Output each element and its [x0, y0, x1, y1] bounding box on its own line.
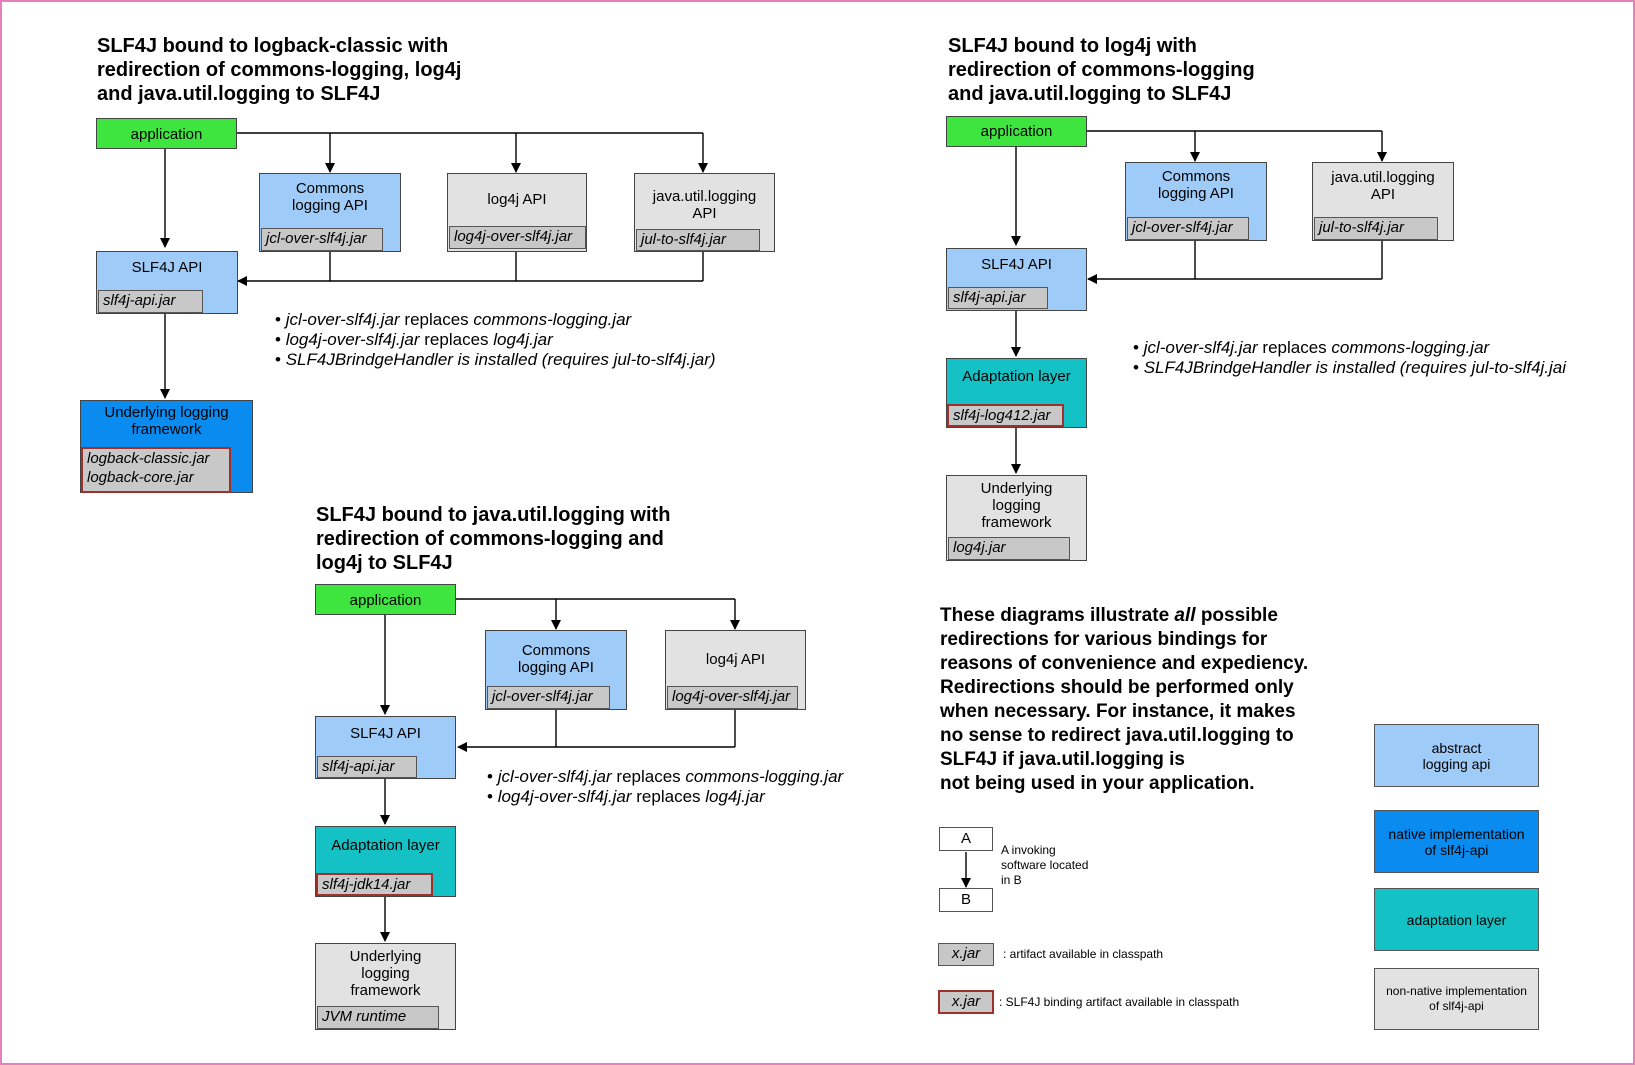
jul-api-box: java.util.logging API jul-to-slf4j.jar — [634, 173, 775, 252]
bullet-item: • log4j-over-slf4j.jar replaces log4j.ja… — [487, 787, 765, 806]
box-label: application — [980, 123, 1053, 140]
box-label: SLF4J API — [131, 259, 203, 276]
application-box: application — [946, 116, 1087, 147]
jar-label: slf4j-api.jar — [948, 287, 1048, 309]
note-line: SLF4J if java.util.logging is — [940, 749, 1185, 770]
slf4j-api-box: SLF4J API slf4j-api.jar — [96, 251, 238, 314]
title-line: SLF4J bound to logback-classic with — [97, 35, 449, 57]
underlying-logging-box: Underlying logging framework JVM runtime — [315, 943, 456, 1030]
jar-label: slf4j-api.jar — [98, 290, 203, 313]
box-label: SLF4J API — [350, 725, 421, 742]
note-line: Redirections should be performed only — [940, 677, 1294, 698]
bullet-item: • SLF4JBrindgeHandler is installed (requ… — [275, 350, 716, 369]
bullet-item: • jcl-over-slf4j.jar replaces commons-lo… — [487, 767, 844, 786]
box-label: Underlying logging framework — [104, 404, 229, 438]
box-label: SLF4J API — [981, 256, 1052, 273]
box-label: Commons logging API — [1158, 168, 1234, 202]
jar-label: slf4j-api.jar — [317, 756, 417, 778]
application-box: application — [96, 118, 237, 149]
bullet-item: • jcl-over-slf4j.jar replaces commons-lo… — [1133, 338, 1490, 357]
jar-label: slf4j-log412.jar — [947, 404, 1064, 427]
title-line: and java.util.logging to SLF4J — [948, 83, 1232, 105]
jar-label: log4j.jar — [948, 537, 1070, 560]
jar-label: log4j-over-slf4j.jar — [449, 226, 586, 249]
application-box: application — [315, 584, 456, 615]
title-line: redirection of commons-logging, log4j — [97, 59, 462, 81]
legend-abstract-api: abstract logging api — [1374, 724, 1539, 787]
note-line: no sense to redirect java.util.logging t… — [940, 725, 1294, 746]
jul-api-box: java.util.logging API jul-to-slf4j.jar — [1312, 162, 1454, 241]
underlying-logging-box: Underlying logging framework log4j.jar — [946, 475, 1087, 561]
jar-label: slf4j-jdk14.jar — [316, 873, 433, 896]
title-line: redirection of commons-logging and — [316, 528, 664, 550]
note-line: redirections for various bindings for — [940, 629, 1268, 650]
legend-box-a: A — [939, 827, 993, 851]
bullet-item: • jcl-over-slf4j.jar replaces commons-lo… — [275, 310, 632, 329]
diagram2-title: SLF4J bound to log4j with redirection of… — [948, 34, 1255, 106]
diagram1-bullets: • jcl-over-slf4j.jar replaces commons-lo… — [275, 310, 716, 370]
underlying-logging-box: Underlying logging framework logback-cla… — [80, 400, 253, 493]
box-label: log4j API — [487, 191, 547, 208]
legend-box-b: B — [939, 888, 993, 912]
diagram3-title: SLF4J bound to java.util.logging with re… — [316, 503, 670, 575]
commons-logging-api-box: Commons logging API jcl-over-slf4j.jar — [485, 630, 627, 710]
diagram2-bullets: • jcl-over-slf4j.jar replaces commons-lo… — [1133, 338, 1566, 378]
title-line: redirection of commons-logging — [948, 59, 1255, 81]
legend-native-impl: native implementation of slf4j-api — [1374, 810, 1539, 873]
box-label: Underlying logging framework — [349, 948, 422, 999]
legend-binding-desc: : SLF4J binding artifact available in cl… — [999, 995, 1240, 1009]
legend-invoking-text: A invoking software located in B — [1001, 843, 1089, 887]
box-label: java.util.logging API — [1331, 169, 1435, 203]
title-line: SLF4J bound to java.util.logging with — [316, 504, 671, 526]
diagram1-title: SLF4J bound to logback-classic with redi… — [97, 34, 461, 106]
legend-binding-jar: x.jar — [938, 990, 994, 1014]
jar-label: JVM runtime — [317, 1006, 439, 1029]
jar-label: jul-to-slf4j.jar — [636, 229, 760, 251]
jar-label: log4j-over-slf4j.jar — [667, 686, 798, 709]
bullet-item: • SLF4JBrindgeHandler is installed (requ… — [1133, 358, 1567, 377]
legend-jar: x.jar — [938, 943, 994, 966]
commons-logging-api-box: Commons logging API jcl-over-slf4j.jar — [259, 173, 401, 252]
adaptation-layer-box: Adaptation layer slf4j-jdk14.jar — [315, 826, 456, 897]
adaptation-layer-box: Adaptation layer slf4j-log412.jar — [946, 358, 1087, 428]
box-label: Underlying logging framework — [980, 480, 1053, 531]
title-line: and java.util.logging to SLF4J — [97, 83, 381, 105]
jar-label: jcl-over-slf4j.jar — [261, 228, 383, 251]
note-line: These diagrams illustrate all possible — [940, 605, 1278, 626]
slf4j-api-box: SLF4J API slf4j-api.jar — [315, 716, 456, 779]
legend-jar-desc: : artifact available in classpath — [1003, 947, 1164, 961]
jar-label: jcl-over-slf4j.jar — [487, 686, 610, 709]
log4j-api-box: log4j API log4j-over-slf4j.jar — [447, 173, 587, 252]
box-label: application — [349, 592, 422, 609]
bullet-item: • log4j-over-slf4j.jar replaces log4j.ja… — [275, 330, 553, 349]
jar-label: logback-classic.jar logback-core.jar — [81, 447, 231, 493]
slf4j-api-box: SLF4J API slf4j-api.jar — [946, 248, 1087, 311]
log4j-api-box: log4j API log4j-over-slf4j.jar — [665, 630, 806, 710]
diagram3-bullets: • jcl-over-slf4j.jar replaces commons-lo… — [487, 767, 843, 807]
jar-label: jcl-over-slf4j.jar — [1127, 217, 1249, 240]
legend-adaptation-layer: adaptation layer — [1374, 888, 1539, 951]
box-label: Adaptation layer — [962, 368, 1071, 385]
explanation-note: These diagrams illustrate all possible r… — [940, 604, 1308, 796]
box-label: log4j API — [705, 651, 766, 668]
legend-non-native-impl: non-native implementation of slf4j-api — [1374, 968, 1539, 1030]
box-label: application — [130, 126, 203, 143]
title-line: log4j to SLF4J — [316, 552, 453, 574]
box-label: Commons logging API — [292, 180, 368, 214]
title-line: SLF4J bound to log4j with — [948, 35, 1197, 57]
note-line: when necessary. For instance, it makes — [940, 701, 1296, 722]
note-line: reasons of convenience and expediency. — [940, 653, 1309, 674]
box-label: java.util.logging API — [652, 188, 757, 222]
commons-logging-api-box: Commons logging API jcl-over-slf4j.jar — [1125, 162, 1267, 241]
box-label: Adaptation layer — [331, 837, 440, 854]
box-label: Commons logging API — [518, 642, 594, 676]
jar-label: jul-to-slf4j.jar — [1314, 217, 1438, 240]
note-line: not being used in your application. — [940, 773, 1255, 794]
